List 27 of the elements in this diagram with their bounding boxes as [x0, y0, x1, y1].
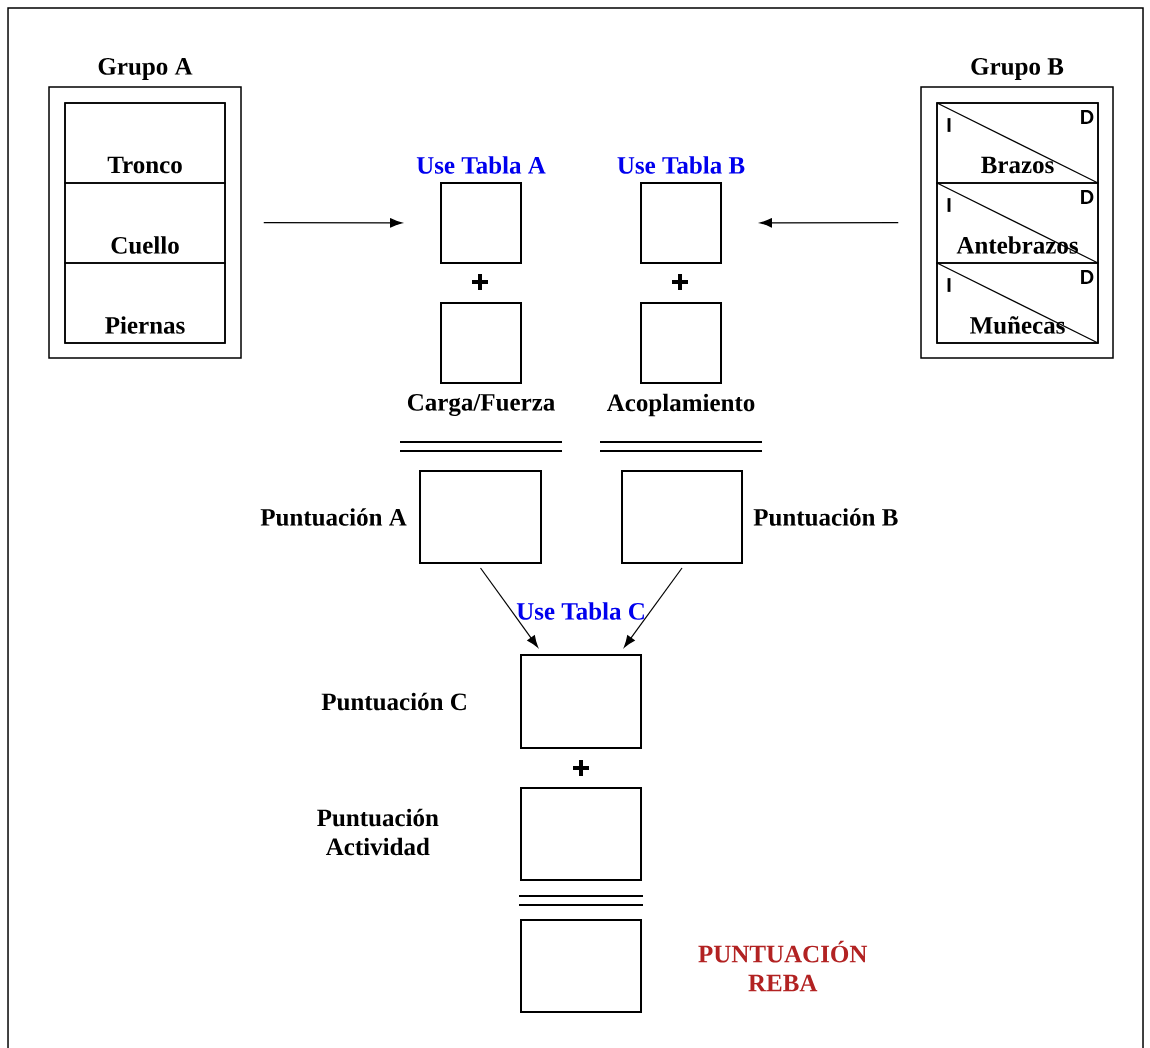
- label: Grupo A: [98, 58, 193, 80]
- label: Cuello: [111, 236, 179, 254]
- cell-letter: I: [947, 198, 951, 212]
- label: Tronco: [107, 156, 182, 174]
- arrow: [623, 567, 683, 648]
- label: Grupo B: [971, 58, 1064, 80]
- score-label: Puntuación Actividad: [317, 808, 439, 856]
- score-label: Acoplamiento: [606, 393, 755, 417]
- score-label: Puntuación C: [321, 692, 466, 711]
- score-label: PUNTUACIÓN REBA: [698, 940, 868, 992]
- score-label: Puntuación B: [753, 508, 898, 526]
- label: Muñecas: [970, 316, 1065, 334]
- table-heading: Use Tabla C: [516, 602, 644, 620]
- cell-letter: I: [947, 278, 951, 292]
- label: Brazos: [981, 156, 1054, 174]
- score-label: Carga/Fuerza: [407, 393, 555, 417]
- cell-letter: D: [1081, 190, 1094, 204]
- cell-letter: D: [1081, 270, 1094, 284]
- arrow: [760, 218, 899, 228]
- cell-letter: D: [1081, 110, 1094, 124]
- label: Piernas: [105, 316, 185, 334]
- arrow: [263, 218, 403, 228]
- score-label: Puntuación A: [260, 508, 407, 526]
- arrow: [479, 567, 539, 648]
- cell-letter: I: [947, 118, 951, 132]
- table-heading: Use Tabla A: [416, 156, 546, 174]
- table-heading: Use Tabla B: [617, 156, 745, 174]
